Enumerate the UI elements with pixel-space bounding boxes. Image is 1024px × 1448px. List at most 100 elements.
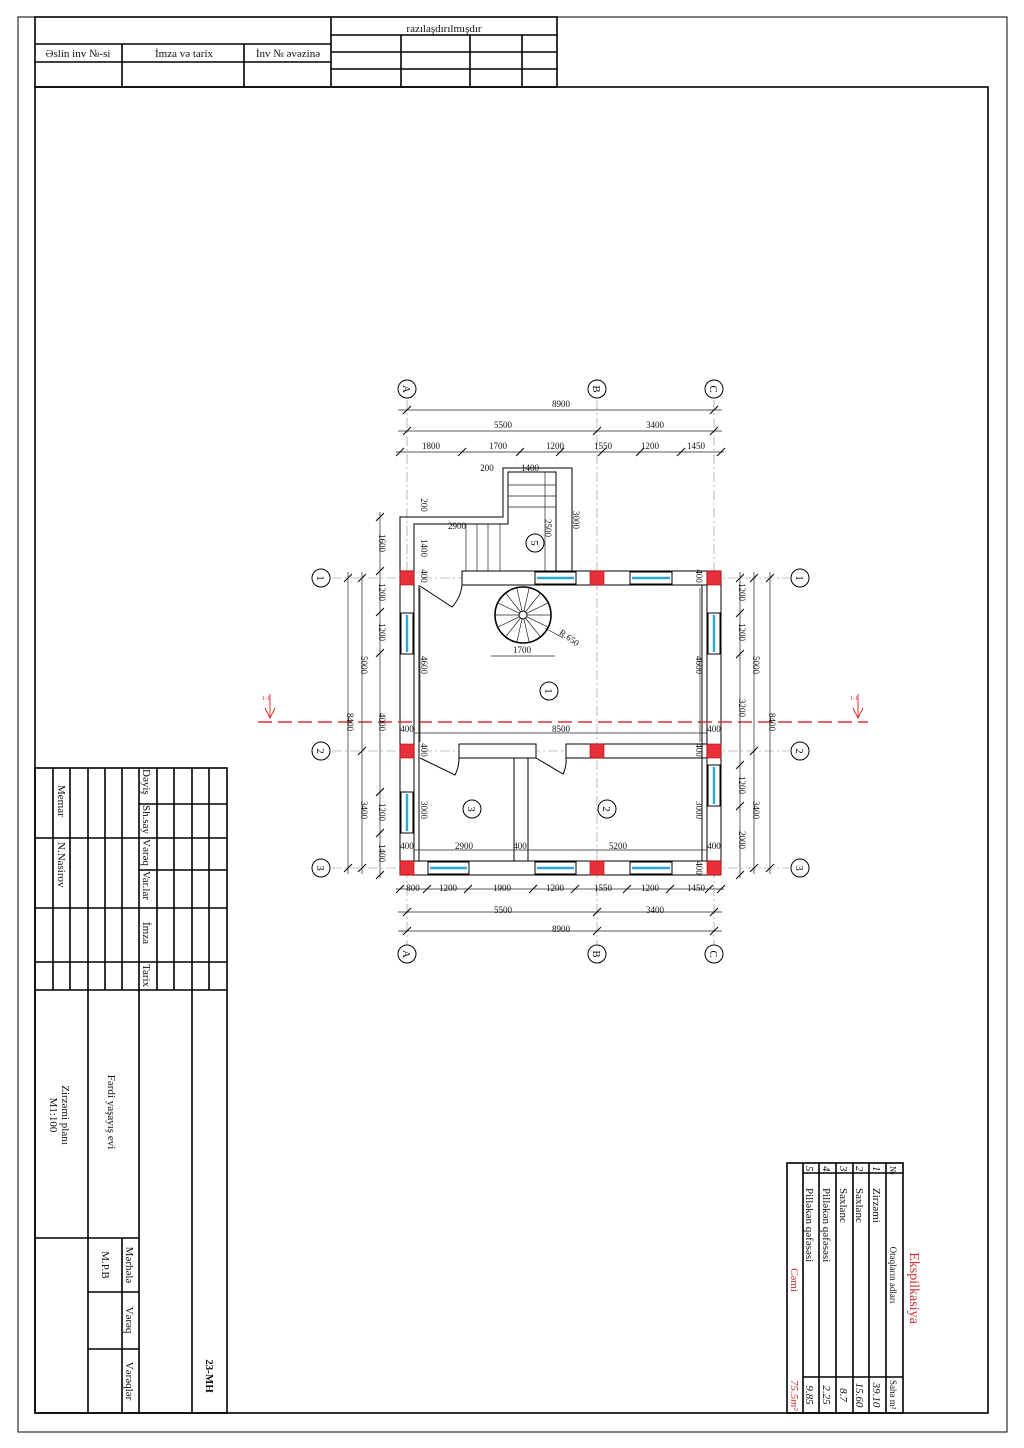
sheet-label: Vərəq <box>123 1307 135 1334</box>
dimension-label: 4000 <box>377 713 387 732</box>
entrance-stair <box>399 467 573 578</box>
dimension-tick <box>716 884 726 894</box>
dimension-tick <box>749 746 759 756</box>
dimension-label: 1400 <box>419 539 429 558</box>
architect-name: N.Nasirov <box>55 842 67 888</box>
dimension-label: 1200 <box>377 583 387 602</box>
room-tag-label: 3 <box>465 806 477 812</box>
dimension-tick <box>395 884 405 894</box>
axis-bubble-bottom-label: C <box>707 950 719 957</box>
axis-bubble-left-label: 1 <box>314 575 326 581</box>
spiral-tread <box>526 616 549 628</box>
dimension-tick <box>463 884 473 894</box>
dimension-tick <box>357 573 367 583</box>
title-block: Memar N.Nasirov Dəyiş Sh.say Vərəq Var.l… <box>34 767 228 1414</box>
axis-bubble-right: 2 <box>790 741 810 761</box>
dimension-label: 1200 <box>377 803 387 822</box>
dimension-label: 3400 <box>646 905 665 915</box>
dimension-tick <box>765 573 775 583</box>
explication-title: Ekspilkasiya <box>906 1252 921 1324</box>
dimension-tick <box>665 884 675 894</box>
explication-row-number: 2 <box>853 1166 865 1172</box>
dimension-tick <box>402 426 412 436</box>
dimension-label: 2900 <box>448 521 467 531</box>
dimension-tick <box>676 447 686 457</box>
explication-row-area: 8.7 <box>837 1388 849 1402</box>
col-count: Sh.say <box>140 805 152 835</box>
dimension-lines <box>347 409 771 932</box>
room-tag-label: 5 <box>528 540 540 546</box>
dimension-label: 200 <box>419 498 429 512</box>
dimension-label: 1700 <box>513 645 532 655</box>
dimension-label: 1700 <box>489 441 508 451</box>
drawing-scale: M1:100 <box>47 1098 59 1133</box>
explication-row-number: 5 <box>803 1166 815 1172</box>
dimension-tick <box>635 447 645 457</box>
room-tag-label: 2 <box>600 806 612 812</box>
spiral-tread <box>525 617 541 638</box>
dimension-tick <box>749 573 759 583</box>
dimension-label: 1450 <box>687 441 706 451</box>
dimension-tick <box>709 926 719 936</box>
explication-row-area: 15.60 <box>853 1383 865 1408</box>
dimension-tick <box>375 787 385 797</box>
spiral-tread <box>523 587 530 612</box>
dimension-label: R.650 <box>558 627 582 648</box>
dimension-tick <box>735 801 745 811</box>
spiral-tread <box>526 602 549 614</box>
dimension-label: 5000 <box>359 656 369 675</box>
dimension-label: 1800 <box>422 441 441 451</box>
dimension-label: 1200 <box>546 441 565 451</box>
explication-row-number: 3 <box>837 1165 849 1172</box>
column <box>706 743 722 759</box>
section-mark-left: 1-1 <box>262 696 270 702</box>
dimension-label: 3400 <box>646 420 665 430</box>
axis-bubble-top: C <box>704 379 724 399</box>
drawing-title: Zirzəmi planı <box>59 1085 71 1145</box>
axis-bubble-left-label: 3 <box>314 865 326 871</box>
dimension-label: 1550 <box>594 883 613 893</box>
dimension-label: 4600 <box>694 656 704 675</box>
explication-row-name: Pilləkən qəfəsəsi <box>820 1188 832 1262</box>
dimension-tick <box>375 648 385 658</box>
explication-total-value: 75.5m² <box>788 1380 800 1411</box>
walls <box>399 570 722 876</box>
axis-bubble-right-label: 1 <box>793 575 805 581</box>
dimension-tick <box>704 884 714 894</box>
dimension-tick <box>555 447 565 457</box>
doors <box>419 584 567 776</box>
project-name: Fərdi yaşayış evi <box>105 1075 117 1150</box>
axis-bubble-left: 2 <box>311 741 331 761</box>
dimension-label: 400 <box>419 569 429 583</box>
spiral-stair <box>494 586 564 644</box>
dimension-tick <box>343 573 353 583</box>
explication-row-number: 4 <box>820 1166 832 1172</box>
dimension-label: 5500 <box>494 905 513 915</box>
inv-replacement-label: İnv № əvəzinə <box>256 48 320 60</box>
column <box>399 570 415 586</box>
dimension-label: 5000 <box>751 656 761 675</box>
dimension-label: 1200 <box>546 883 565 893</box>
axis-bubble-top: A <box>397 379 417 399</box>
dimension-label: 3000 <box>571 511 581 530</box>
axis-bubble-top-label: A <box>400 385 412 393</box>
spiral-tread <box>523 618 530 643</box>
dimension-label: 1400 <box>521 463 540 473</box>
spiral-tread <box>505 592 521 613</box>
axis-bubble-top: B <box>587 379 607 399</box>
dimension-tick <box>357 863 367 873</box>
dimension-label: 8900 <box>552 924 571 934</box>
stage-label: Mərhələ <box>123 1247 135 1284</box>
dimension-tick <box>735 870 745 880</box>
axis-bubble-top-label: B <box>590 385 602 392</box>
dimension-tick <box>402 907 412 917</box>
dimension-tick <box>735 649 745 659</box>
explication-table: Ekspilkasiya № Otaqların adları Sahə m² … <box>786 1162 921 1414</box>
axis-bubble-left-label: 2 <box>314 748 326 754</box>
spiral-tread <box>516 618 523 643</box>
dimension-label: 1200 <box>641 883 660 893</box>
dimension-label: 400 <box>513 841 527 851</box>
axis-bubble-right-label: 2 <box>793 748 805 754</box>
columns <box>399 570 722 876</box>
